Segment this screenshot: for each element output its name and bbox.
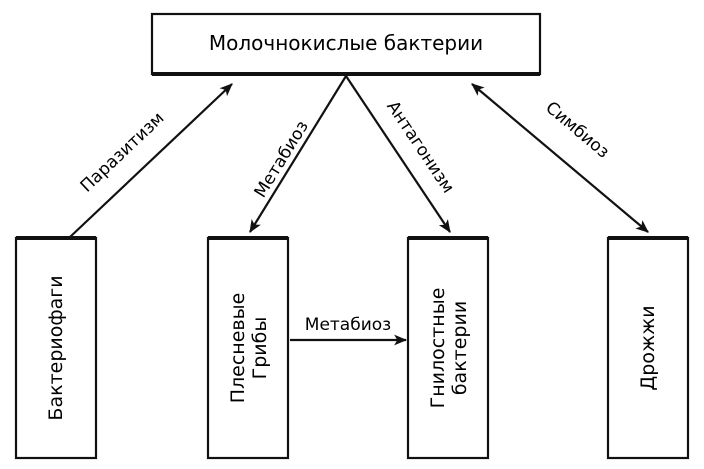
edge-parasitism-label: Паразитизм — [77, 108, 169, 196]
node-putrefactive-bacteria-label-line1: Гнилостные — [427, 288, 449, 409]
node-lactic-bacteria: Молочнокислые бактерии — [150, 12, 542, 76]
node-yeast-label: Дрожжи — [637, 305, 659, 390]
edge-metabiosis-top-label: Метабиоз — [251, 117, 313, 201]
node-mold-fungi-label-line1: Плесневые — [227, 293, 249, 404]
edge-antagonism-arrow — [345, 75, 451, 233]
node-putrefactive-bacteria: Гнилостные бактерии — [406, 236, 490, 460]
node-lactic-bacteria-label: Молочнокислые бактерии — [209, 31, 483, 55]
node-yeast: Дрожжи — [606, 236, 690, 460]
node-bacteriophages-label: Бактериофаги — [45, 275, 67, 420]
edge-parasitism-arrow — [69, 83, 233, 238]
edge-symbiosis-arrow — [471, 83, 649, 233]
edge-metabiosis-bottom-label: Метабиоз — [305, 315, 391, 335]
edge-metabiosis-top-arrow — [249, 75, 347, 233]
node-bacteriophages: Бактериофаги — [14, 236, 98, 460]
node-mold-fungi: Плесневые Грибы — [206, 236, 290, 460]
node-mold-fungi-label-line2: Грибы — [249, 317, 271, 380]
node-putrefactive-bacteria-label-line2: бактерии — [449, 301, 471, 395]
